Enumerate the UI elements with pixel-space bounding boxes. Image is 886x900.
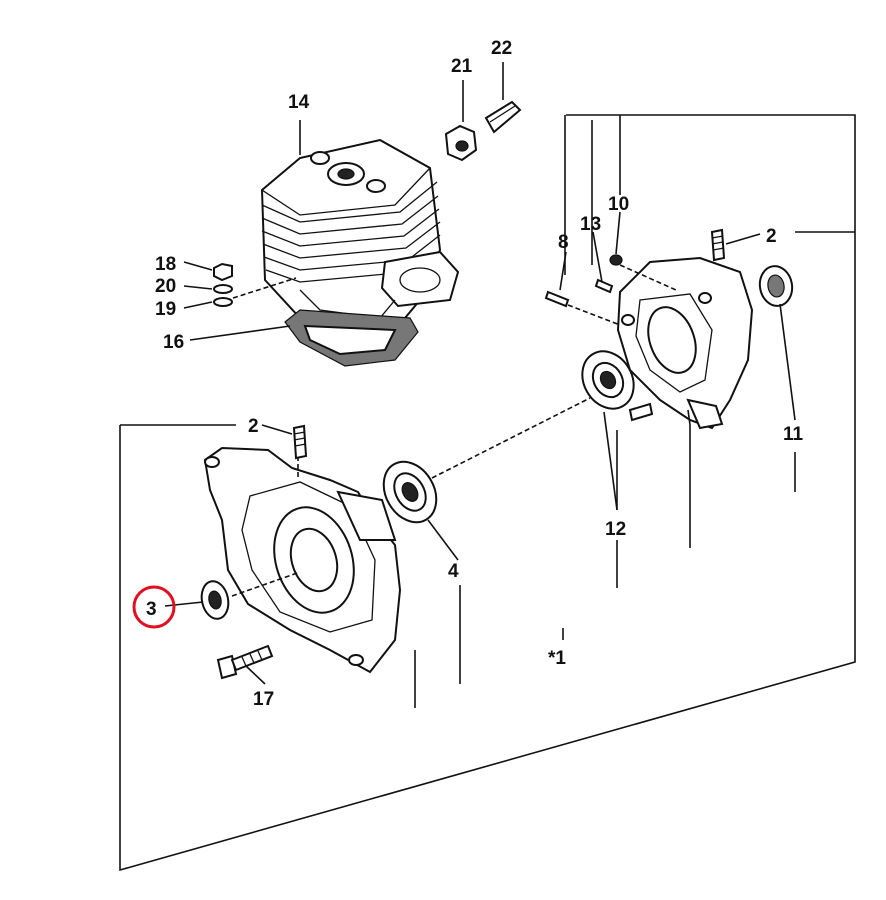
bolt-part-17 — [216, 644, 274, 680]
callout-2-rear: 2 — [766, 226, 777, 247]
leader-lines — [164, 62, 796, 685]
bearing-part-12 — [581, 350, 635, 410]
callout-3: 3 — [146, 599, 157, 620]
callout-11: 11 — [783, 424, 804, 445]
callout-labels: *1 2 2 3 4 8 10 11 12 13 14 16 17 18 19 … — [146, 38, 804, 710]
callout-20: 20 — [155, 276, 176, 297]
callout-17: 17 — [253, 689, 274, 710]
callout-8: 8 — [558, 232, 569, 253]
oil-seal-part-11 — [758, 265, 794, 307]
gasket-part-16 — [284, 309, 419, 367]
callout-4: 4 — [448, 561, 459, 582]
crankcase-front — [203, 424, 402, 674]
cylinder-part-14 — [260, 138, 460, 337]
crankcase-rear — [616, 228, 754, 430]
callout-1: *1 — [548, 648, 566, 669]
callout-18: 18 — [155, 254, 176, 275]
bearing-part-4 — [382, 397, 591, 524]
callout-13: 13 — [580, 214, 601, 235]
parts-21-22 — [444, 100, 522, 162]
nut-washers-18-20-19 — [213, 262, 297, 307]
callout-12: 12 — [605, 519, 626, 540]
callout-10: 10 — [608, 194, 629, 215]
callout-21: 21 — [451, 56, 473, 77]
callout-14: 14 — [288, 92, 310, 113]
highlight-circle-callout-3 — [132, 585, 176, 629]
small-parts-8-10-13 — [544, 254, 677, 326]
callout-2-front: 2 — [248, 416, 259, 437]
callout-19: 19 — [155, 299, 176, 320]
assembly-bracket — [119, 114, 856, 872]
oil-seal-part-3 — [200, 571, 301, 620]
callout-16: 16 — [163, 332, 184, 353]
callout-22: 22 — [491, 38, 512, 59]
